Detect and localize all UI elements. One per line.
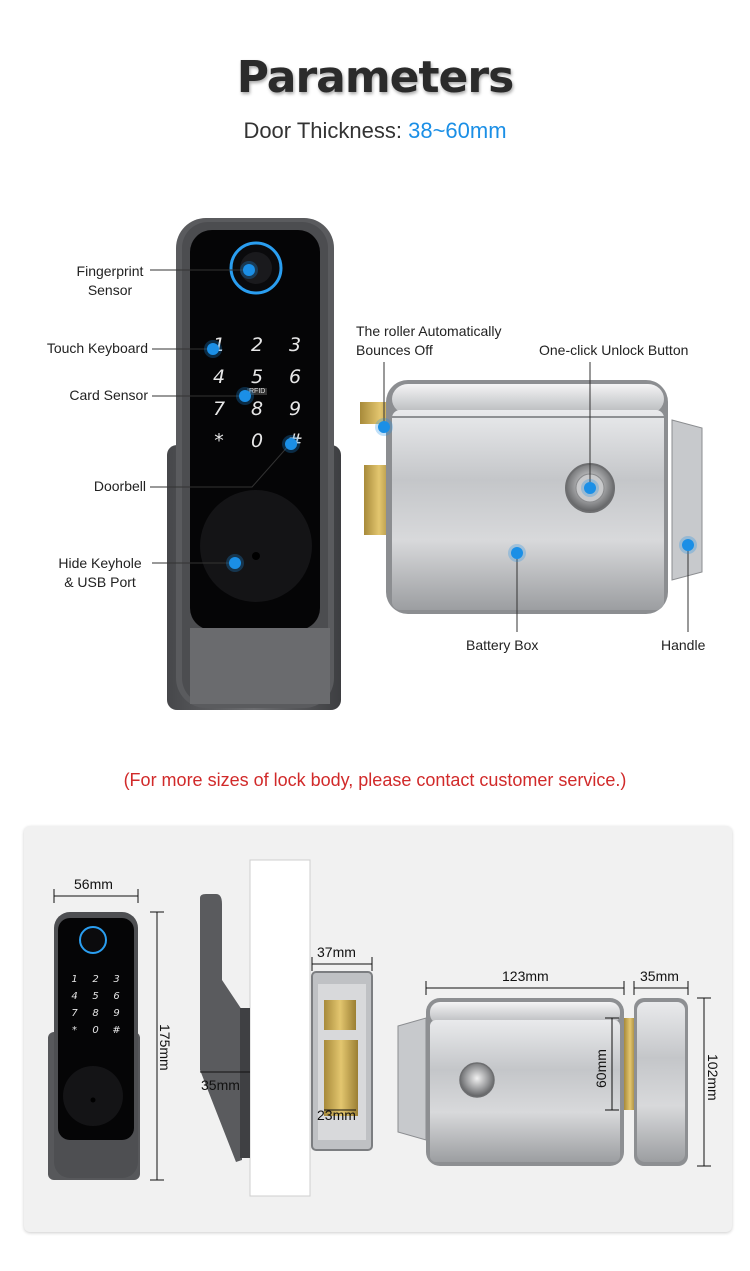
touch-keyboard-dot <box>207 343 219 355</box>
dim-body-depth: 37mm <box>317 944 356 960</box>
page-subtitle: Door Thickness: 38~60mm <box>0 118 750 144</box>
roller-dot <box>378 421 390 433</box>
keypad-key: 5 <box>92 991 99 1002</box>
contact-note: (For more sizes of lock body, please con… <box>123 770 627 790</box>
keypad-key: * <box>214 430 224 452</box>
dim-door-gap: 35mm <box>201 1077 240 1093</box>
dim-height: 175mm <box>157 1024 173 1071</box>
dim-strike-width: 35mm <box>640 968 679 984</box>
keypad-key: 5 <box>250 366 264 388</box>
label-battery-box: Battery Box <box>466 637 539 653</box>
label-keyhole: Hide Keyhole & USB Port <box>58 555 142 590</box>
dim-bolt-width: 23mm <box>317 1107 356 1123</box>
page-title: Parameters <box>236 52 515 103</box>
keypad-key: # <box>112 1025 121 1036</box>
card-sensor-dot <box>239 390 251 402</box>
keypad-key: 2 <box>250 334 264 356</box>
smart-lock-front <box>167 218 341 710</box>
small-keypad: 1 2 3 4 5 6 7 8 9 * 0 # <box>64 974 128 1042</box>
fingerprint-dot <box>243 264 255 276</box>
keypad-key: 3 <box>113 974 120 985</box>
keypad-key: 7 <box>212 398 226 420</box>
unlock-button-dot <box>584 482 596 494</box>
keypad-key: 8 <box>250 398 264 420</box>
keypad-key: 1 <box>212 334 226 356</box>
keypad-key: 0 <box>250 430 264 452</box>
label-handle: Handle <box>661 637 706 653</box>
dim-inner-height: 60mm <box>593 1049 609 1088</box>
card-tag: RFID <box>247 388 268 395</box>
keypad-key: 3 <box>288 334 302 356</box>
keypad-key: * <box>72 1025 77 1036</box>
dim-width: 56mm <box>74 876 113 892</box>
handle-dot <box>682 539 694 551</box>
dim-body-length: 123mm <box>502 968 549 984</box>
keypad-key: 9 <box>288 398 302 420</box>
keypad-key: 6 <box>288 366 302 388</box>
label-roller: The roller Automatically Bounces Off <box>356 323 502 358</box>
keypad-key: 2 <box>92 974 99 985</box>
keypad-key: 1 <box>71 974 78 985</box>
keypad-key: 9 <box>113 1008 120 1019</box>
battery-box-dot <box>511 547 523 559</box>
doorbell-dot <box>285 438 297 450</box>
label-doorbell: Doorbell <box>93 478 146 494</box>
dimension-panel <box>24 826 732 1232</box>
product-illustration <box>150 218 703 710</box>
label-card-sensor: Card Sensor <box>69 387 148 403</box>
keypad-key: 7 <box>71 1008 78 1019</box>
keypad-key: 4 <box>71 991 78 1002</box>
keypad-key: 8 <box>92 1008 99 1019</box>
dim-body-height: 102mm <box>705 1054 721 1101</box>
keypad-key: 6 <box>113 991 120 1002</box>
keypad-key: 0 <box>92 1025 99 1036</box>
label-touch-keyboard: Touch Keyboard <box>46 340 148 356</box>
label-fingerprint: Fingerprint Sensor <box>76 263 144 298</box>
label-unlock-button: One-click Unlock Button <box>539 342 689 358</box>
keyhole-dot <box>229 557 241 569</box>
lock-body <box>360 380 703 614</box>
door-thickness-label: Door Thickness: <box>243 118 409 143</box>
keypad-key: 4 <box>212 366 226 388</box>
door-thickness-value: 38~60mm <box>408 118 507 143</box>
